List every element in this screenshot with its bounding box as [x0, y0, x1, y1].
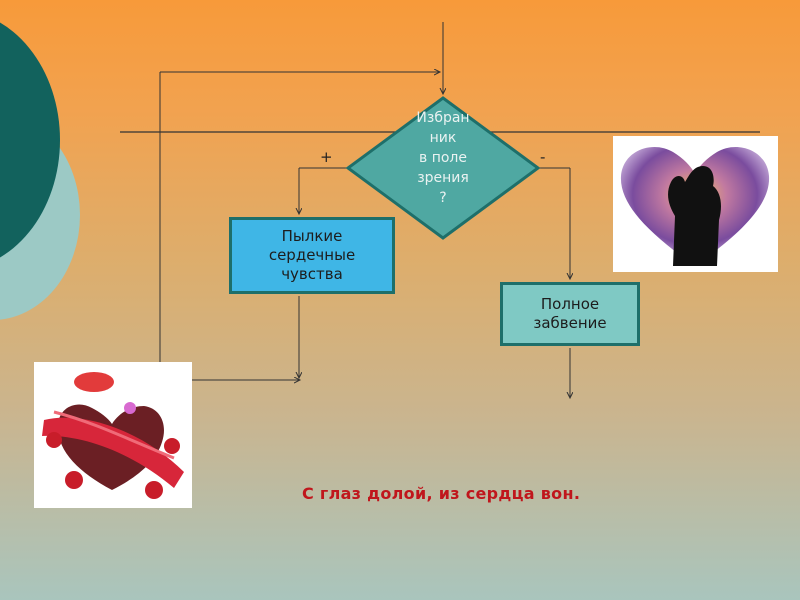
no-sign: -	[540, 148, 546, 166]
decision-line: зрения	[417, 170, 469, 186]
decision-line: в поле	[419, 150, 467, 166]
decision-line: Избран	[416, 110, 470, 126]
feelings-line: сердечные	[268, 246, 356, 264]
proverb-text: С глаз долой, из сердца вон.	[302, 484, 581, 503]
yes-sign: +	[320, 148, 333, 166]
couple-silhouette-icon	[620, 146, 770, 266]
oblivion-box: Полное забвение	[500, 282, 640, 346]
decision-label: Избран ник в поле зрения ?	[398, 108, 488, 208]
feelings-line: чувства	[281, 265, 343, 283]
feelings-box: Пылкие сердечные чувства	[229, 217, 395, 294]
wrapped-heart-image	[34, 362, 192, 508]
decision-line: ?	[439, 190, 447, 206]
decision-line: ник	[429, 130, 457, 146]
decision-diamond	[345, 96, 541, 240]
couple-heart-image	[613, 136, 778, 272]
oblivion-line: забвение	[533, 314, 607, 332]
heart-with-roses-icon	[42, 372, 184, 499]
oblivion-line: Полное	[540, 295, 600, 313]
feelings-line: Пылкие	[281, 227, 343, 245]
